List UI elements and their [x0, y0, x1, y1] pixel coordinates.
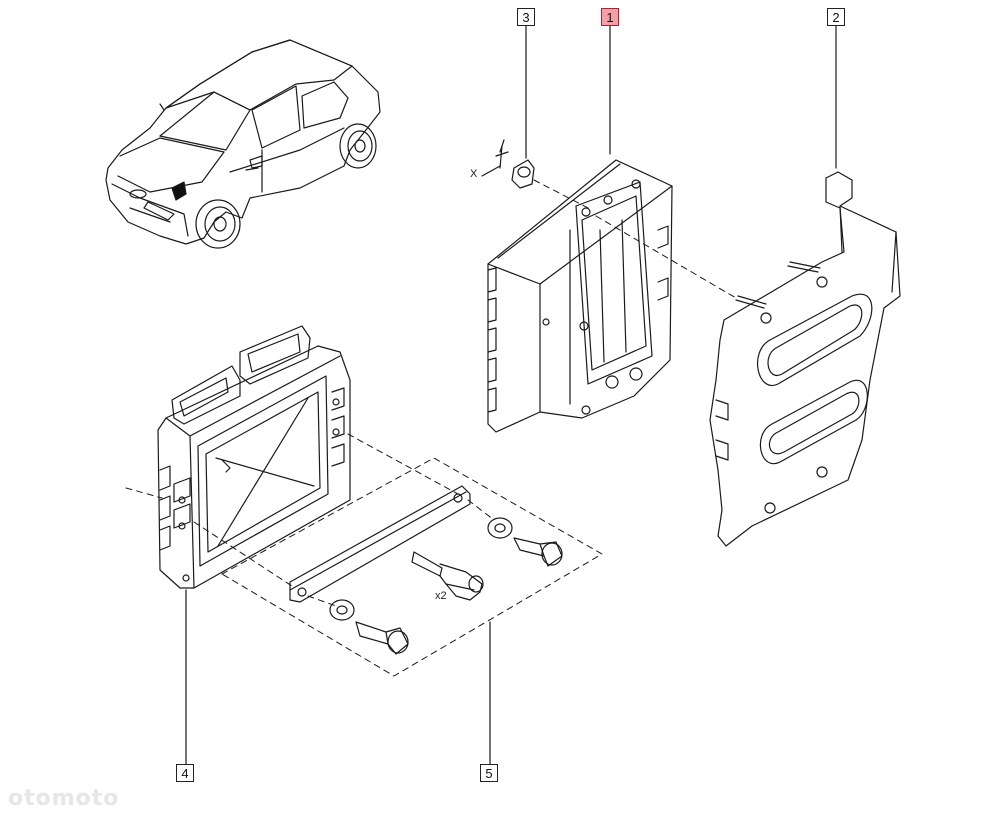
callout-1: 1 — [601, 8, 619, 26]
callout-3: 3 — [517, 8, 535, 26]
leader-lines — [185, 25, 837, 765]
ecu-unit-part-4 — [157, 325, 351, 589]
torque-mark-label: X — [470, 168, 478, 180]
callout-4: 4 — [176, 764, 194, 782]
callout-5: 5 — [480, 764, 498, 782]
fixing-kit-part-5 — [289, 485, 563, 655]
callout-2: 2 — [827, 8, 845, 26]
ecu-unit-part-1 — [487, 159, 673, 433]
car-illustration — [105, 39, 381, 249]
mounting-bracket-part-2 — [709, 171, 901, 547]
dashed-guides — [125, 179, 737, 677]
quantity-label: x2 — [435, 590, 447, 602]
watermark: otomoto — [8, 786, 120, 811]
nut-part-3 — [481, 139, 535, 189]
